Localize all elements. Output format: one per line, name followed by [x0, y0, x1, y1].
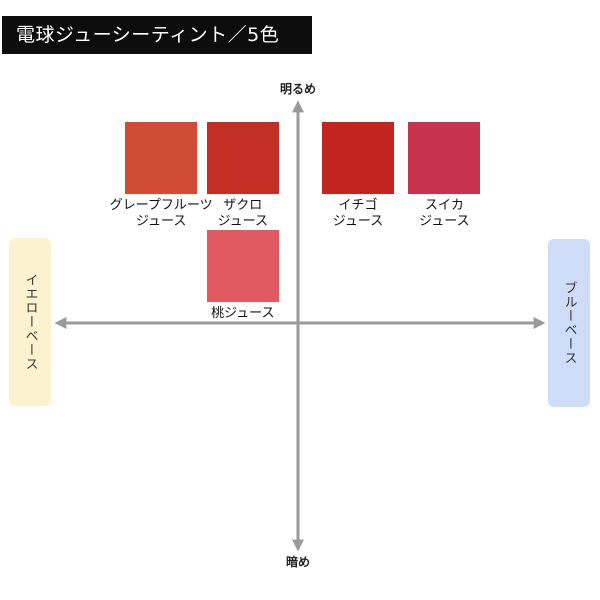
chart-title: 電球ジューシーティント／5色: [2, 16, 312, 54]
swatch-label: ザクロジュース: [178, 198, 308, 230]
swatch-label-line: ジュース: [217, 214, 269, 229]
swatch-label: イチゴジュース: [293, 198, 423, 230]
swatch-label-line: ジュース: [419, 214, 470, 229]
axis-label-top: 明るめ: [279, 82, 316, 96]
swatch-label: スイカジュース: [379, 198, 509, 230]
axis-label-left: イエローベース: [9, 238, 51, 406]
axis-label-bottom: 暗め: [285, 555, 310, 569]
color-swatch: [206, 122, 279, 194]
swatch-label-line: ジュース: [332, 214, 384, 229]
swatch-label-line: スイカ: [424, 198, 464, 213]
swatch-label: グレープフルーツジュース: [96, 198, 226, 230]
swatch-label-line: ザクロ: [223, 198, 263, 213]
color-swatch: [408, 122, 481, 194]
color-swatch: [206, 229, 279, 302]
swatch-label-line: ジュース: [135, 214, 187, 229]
swatch-label-line: イチゴ: [338, 198, 378, 213]
axis-label-right: ブルーベース: [548, 239, 590, 407]
color-swatch: [322, 122, 394, 194]
swatch-label-line: グレープフルーツ: [109, 198, 213, 213]
swatch-label-line: 桃ジュース: [211, 305, 275, 321]
color-swatch: [125, 122, 198, 194]
swatch-label: 桃ジュース: [178, 306, 308, 322]
